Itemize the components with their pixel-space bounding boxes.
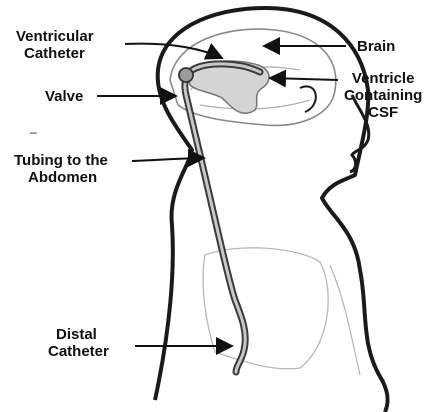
label-tubing: Tubing to the Abdomen [14, 152, 108, 186]
label-ventricular-catheter-line1: Ventricular [16, 28, 94, 45]
ear [300, 86, 316, 112]
label-distal-catheter: Distal Catheter [48, 326, 109, 360]
arm-outline [330, 265, 360, 375]
label-tubing-line2: Abdomen [14, 169, 108, 186]
label-ventricle-line2: Containing [344, 87, 422, 104]
label-brain: Brain [357, 38, 395, 55]
label-ventricular-catheter-line2: Catheter [16, 45, 94, 62]
label-ventricle-csf: Ventricle Containing CSF [344, 70, 422, 121]
label-tubing-line1: Tubing to the [14, 152, 108, 169]
arrow-ventricular-catheter [125, 44, 222, 58]
torso-organs [203, 248, 328, 369]
arrow-tubing [132, 158, 204, 161]
label-ventricle-line3: CSF [344, 104, 422, 121]
label-ventricle-line1: Ventricle [344, 70, 422, 87]
label-dash: – [30, 124, 37, 141]
label-distal-catheter-line1: Distal [48, 326, 109, 343]
label-valve: Valve [45, 88, 83, 105]
label-ventricular-catheter: Ventricular Catheter [16, 28, 94, 62]
arrow-ventricle [270, 78, 338, 80]
valve-bulb [179, 68, 193, 82]
label-distal-catheter-line2: Catheter [48, 343, 109, 360]
